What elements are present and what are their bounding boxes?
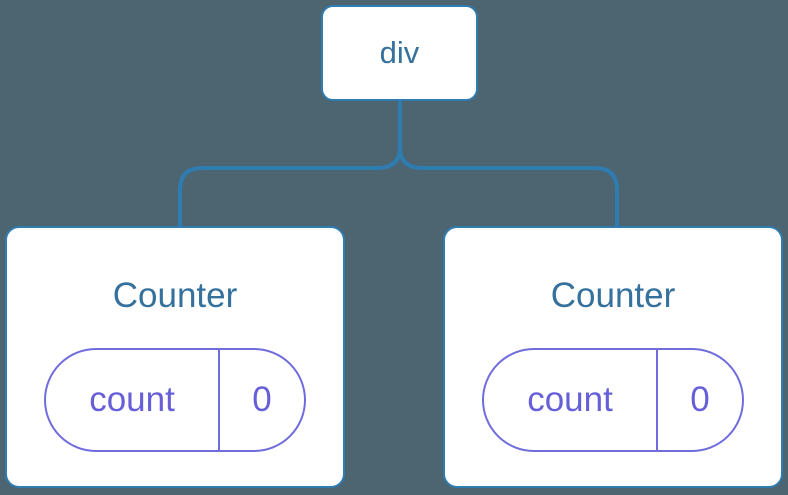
- state-pill: count 0: [44, 348, 306, 452]
- connector-right-branch: [398, 101, 619, 227]
- connector-left-branch: [178, 101, 402, 227]
- state-key: count: [89, 380, 175, 419]
- component-title: Counter: [550, 276, 676, 315]
- state-value-cell: 0: [218, 350, 304, 450]
- component-node-right: Counter count 0: [443, 226, 783, 488]
- component-node-left: Counter count 0: [5, 226, 345, 488]
- state-key: count: [527, 380, 613, 419]
- root-node-label: div: [379, 35, 420, 70]
- state-key-cell: count: [484, 350, 656, 450]
- state-value: 0: [252, 380, 272, 419]
- state-key-cell: count: [46, 350, 218, 450]
- state-value-cell: 0: [656, 350, 742, 450]
- component-title: Counter: [112, 276, 238, 315]
- root-node: div: [321, 5, 478, 101]
- state-pill: count 0: [482, 348, 744, 452]
- state-value: 0: [690, 380, 710, 419]
